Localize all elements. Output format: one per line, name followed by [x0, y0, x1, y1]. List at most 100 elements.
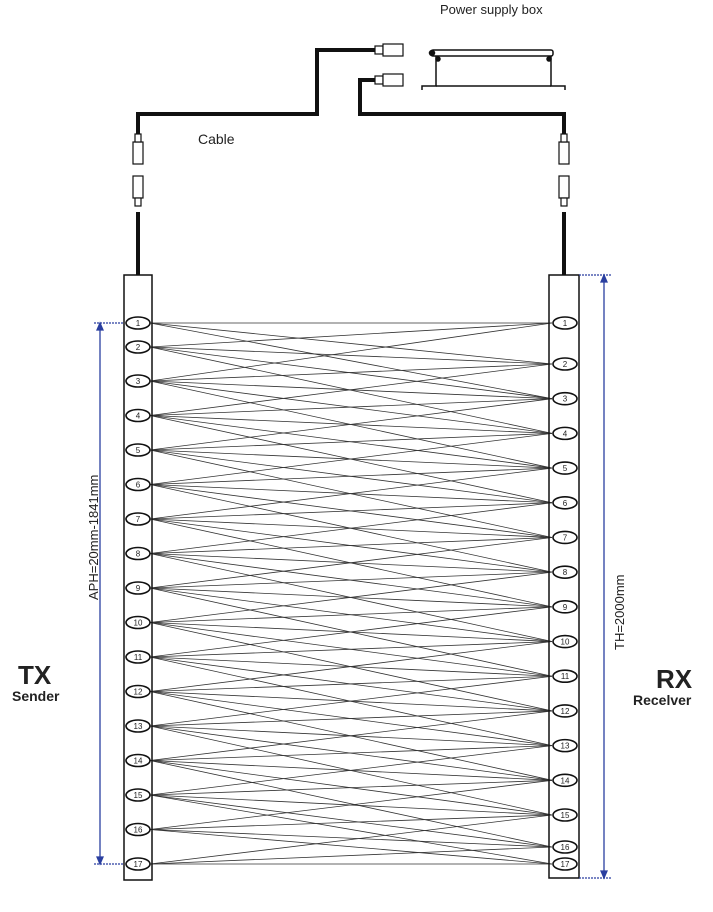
connector-icon [374, 73, 404, 87]
tx-beam-2: 2 [125, 340, 151, 354]
beam-line [149, 322, 553, 348]
beam-line [149, 322, 553, 382]
rx-beam-1: 1 [552, 316, 578, 330]
rx-beam-6: 6 [552, 495, 578, 510]
beam-line [149, 675, 553, 692]
beam-line [149, 432, 553, 485]
tx-beam-7: 7 [125, 512, 151, 526]
rx-receiver-pillar [548, 274, 580, 879]
beam-line [149, 829, 553, 865]
beam-line [149, 467, 553, 485]
tx-title: TX [18, 660, 52, 690]
rx-beam-7: 7 [552, 530, 578, 545]
rx-beam-10: 10 [552, 634, 578, 649]
rx-beam-11: 11 [552, 669, 578, 684]
svg-text:6: 6 [563, 499, 568, 508]
beam-line [149, 794, 553, 848]
rx-beam-4: 4 [552, 426, 578, 441]
beam-line [149, 502, 553, 520]
beam-line [149, 779, 553, 796]
svg-text:4: 4 [136, 412, 141, 421]
tx-beam-9: 9 [125, 581, 151, 595]
tx-beam-13: 13 [125, 719, 151, 733]
beam-line [149, 502, 553, 554]
svg-text:2: 2 [136, 343, 141, 352]
rx-beam-5: 5 [552, 461, 578, 475]
aph-dimension-line [94, 321, 124, 866]
connector-icon [132, 175, 144, 207]
tx-beam-17: 17 [125, 857, 151, 871]
connector-icon [374, 43, 404, 57]
cable-label: Cable [198, 131, 235, 147]
beam-line [149, 641, 553, 658]
beam-line [149, 467, 553, 520]
svg-text:13: 13 [134, 722, 143, 731]
rx-beam-2: 2 [552, 357, 578, 371]
svg-text:12: 12 [561, 707, 570, 716]
svg-text:16: 16 [134, 826, 143, 835]
svg-text:2: 2 [563, 360, 568, 369]
svg-text:1: 1 [136, 319, 141, 328]
beam-line [149, 745, 553, 761]
beam-line [149, 571, 553, 623]
svg-text:12: 12 [134, 688, 143, 697]
svg-text:13: 13 [561, 742, 570, 751]
tx-beam-3: 3 [125, 374, 151, 388]
cable-wiring [136, 48, 566, 275]
beam-lines [149, 322, 553, 865]
beam-line [149, 846, 553, 865]
tx-beam-14: 14 [125, 753, 151, 768]
beam-line [149, 322, 553, 365]
beam-line [149, 571, 553, 589]
beam-line [149, 760, 553, 848]
tx-beam-1: 1 [125, 316, 151, 330]
svg-text:11: 11 [134, 653, 143, 662]
svg-text:1: 1 [563, 319, 568, 328]
tx-beam-5: 5 [125, 443, 151, 457]
rx-beam-13: 13 [552, 738, 578, 753]
tx-beam-16: 16 [125, 822, 151, 837]
beam-line [149, 398, 553, 451]
connector-icon [558, 175, 570, 207]
beam-line [149, 606, 553, 623]
svg-text:15: 15 [134, 791, 143, 800]
svg-text:14: 14 [561, 776, 570, 785]
rx-title: RX [656, 664, 693, 694]
beam-line [149, 794, 553, 865]
cable-connectors [132, 43, 570, 207]
svg-text:8: 8 [563, 568, 568, 577]
beam-line [149, 814, 553, 865]
beam-line [149, 641, 553, 692]
rx-beam-8: 8 [552, 565, 578, 579]
connector-icon [558, 133, 570, 165]
beam-line [149, 537, 553, 554]
svg-text:15: 15 [561, 811, 570, 820]
power-supply-label: Power supply box [440, 2, 543, 17]
beam-line [149, 779, 553, 830]
svg-text:8: 8 [136, 550, 141, 559]
th-dimension-line [579, 273, 612, 880]
svg-text:6: 6 [136, 481, 141, 490]
rx-beam-17: 17 [552, 857, 578, 871]
svg-text:9: 9 [563, 603, 568, 612]
tx-sender-pillar [123, 274, 153, 881]
rx-beam-14: 14 [552, 773, 578, 788]
beam-line [149, 710, 553, 727]
tx-beam-15: 15 [125, 788, 151, 802]
rx-beam-9: 9 [552, 600, 578, 614]
rx-beam-3: 3 [552, 391, 578, 406]
tx-beam-4: 4 [125, 408, 151, 423]
beam-line [149, 346, 553, 365]
beam-line [149, 829, 553, 848]
rx-beam-12: 12 [552, 704, 578, 718]
tx-beam-12: 12 [125, 684, 151, 699]
beam-line [149, 363, 553, 382]
tx-beam-6: 6 [125, 477, 151, 492]
beam-line [149, 606, 553, 658]
tx-beam-11: 11 [125, 650, 151, 664]
svg-text:16: 16 [561, 843, 570, 852]
svg-text:10: 10 [134, 619, 143, 628]
svg-text:3: 3 [563, 395, 568, 404]
